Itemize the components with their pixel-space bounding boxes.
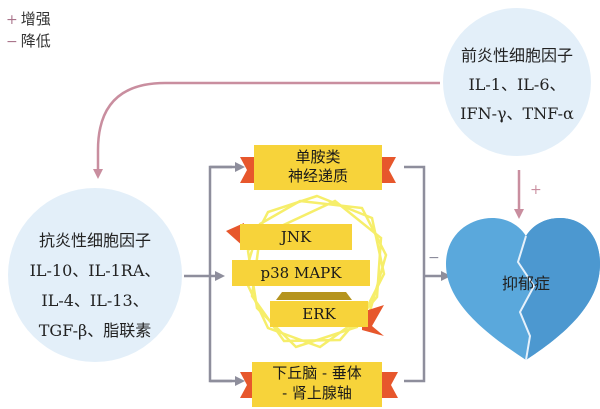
hpa-axis-line1: 下丘脑 - 垂体	[272, 364, 362, 382]
depression-heart	[446, 218, 600, 361]
monoamine-line2: 神经递质	[287, 167, 348, 185]
kinase-label-jnk: JNK	[280, 228, 312, 246]
legend-decrease-label: 降低	[20, 32, 51, 50]
pro-inflammatory-title: 前炎性细胞因子	[460, 46, 573, 65]
kinase-label-p38-mapk: p38 MAPK	[260, 264, 342, 282]
jnk-banner	[226, 223, 352, 250]
pro-inflammatory-line1: IL-1、IL-6、	[468, 75, 566, 94]
legend-increase: +增强	[6, 8, 51, 29]
depression-label: 抑郁症	[501, 274, 550, 293]
legend-increase-label: 增强	[20, 10, 51, 28]
anti-inflammatory-circle	[8, 188, 182, 362]
legend-minus-symbol: −	[6, 34, 18, 50]
anti-inflammatory-line2: IL-4、IL-13、	[41, 291, 149, 310]
legend-decrease: −降低	[6, 30, 51, 51]
pro-inflammatory-circle	[443, 8, 591, 156]
anti-inflammatory-line1: IL-10、IL-1RA、	[29, 261, 161, 280]
pro-to-depression-sign: +	[530, 182, 542, 198]
pro-to-anti-arrow	[93, 81, 440, 179]
hpa-axis-line2: - 肾上腺轴	[282, 384, 352, 402]
mechanisms-to-depression-sign: −	[428, 250, 440, 266]
p38-mapk-banner	[232, 260, 370, 286]
right-bracket	[404, 165, 426, 383]
anti-inflammatory-title: 抗炎性细胞因子	[38, 231, 151, 250]
monoamine-line1: 单胺类	[295, 148, 341, 166]
erk-banner	[270, 292, 384, 336]
anti-inflammatory-line3: TGF-β、脂联素	[38, 321, 152, 340]
hpa-axis-ribbon	[240, 362, 398, 407]
pro-inflammatory-line2: IFN-γ、TNF-α	[460, 104, 574, 123]
monoamine-ribbon	[240, 145, 396, 190]
left-bracket	[208, 165, 232, 383]
legend-plus-symbol: +	[6, 12, 18, 28]
kinase-label-erk: ERK	[302, 305, 336, 323]
